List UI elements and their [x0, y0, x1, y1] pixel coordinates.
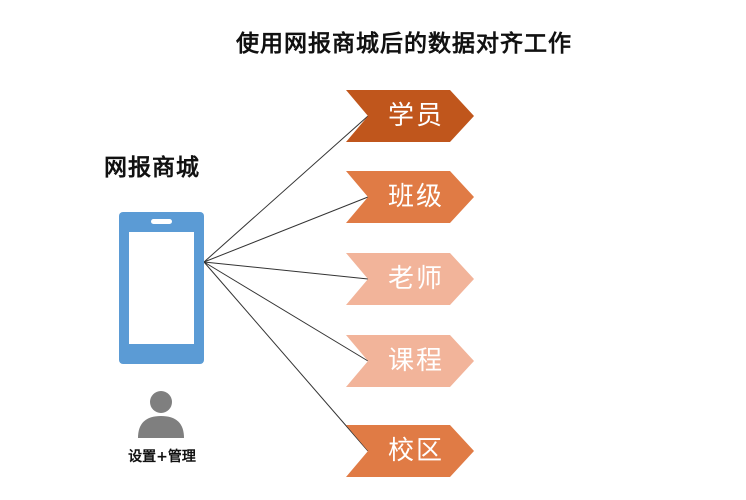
chevron-shape — [346, 425, 474, 477]
connector-line — [203, 261, 369, 280]
chevron-shape — [346, 90, 474, 142]
connector-line — [203, 261, 369, 452]
connector-line — [203, 115, 369, 263]
phone-screen — [129, 232, 194, 344]
target-chevrons — [346, 90, 474, 477]
chevron-label: 学员 — [387, 101, 444, 131]
user-body — [138, 416, 184, 438]
chevron-shape — [346, 171, 474, 223]
phone-speaker — [151, 219, 172, 224]
chevron-shape — [346, 253, 474, 305]
diagram-title: 使用网报商城后的数据对齐工作 — [236, 31, 572, 57]
connector-line — [203, 261, 369, 362]
connector-line — [203, 196, 369, 263]
chevron-label: 老师 — [387, 264, 444, 294]
chevron-label: 课程 — [387, 346, 444, 376]
platform-label: 网报商城 — [104, 155, 200, 181]
smartphone-icon — [119, 212, 204, 364]
user-icon — [138, 391, 184, 438]
connector-lines — [203, 115, 369, 452]
user-head — [150, 391, 172, 413]
chevron-shape — [346, 335, 474, 387]
user-caption: 设置+管理 — [128, 449, 196, 465]
chevron-label: 班级 — [387, 182, 444, 212]
chevron-label: 校区 — [387, 436, 444, 466]
